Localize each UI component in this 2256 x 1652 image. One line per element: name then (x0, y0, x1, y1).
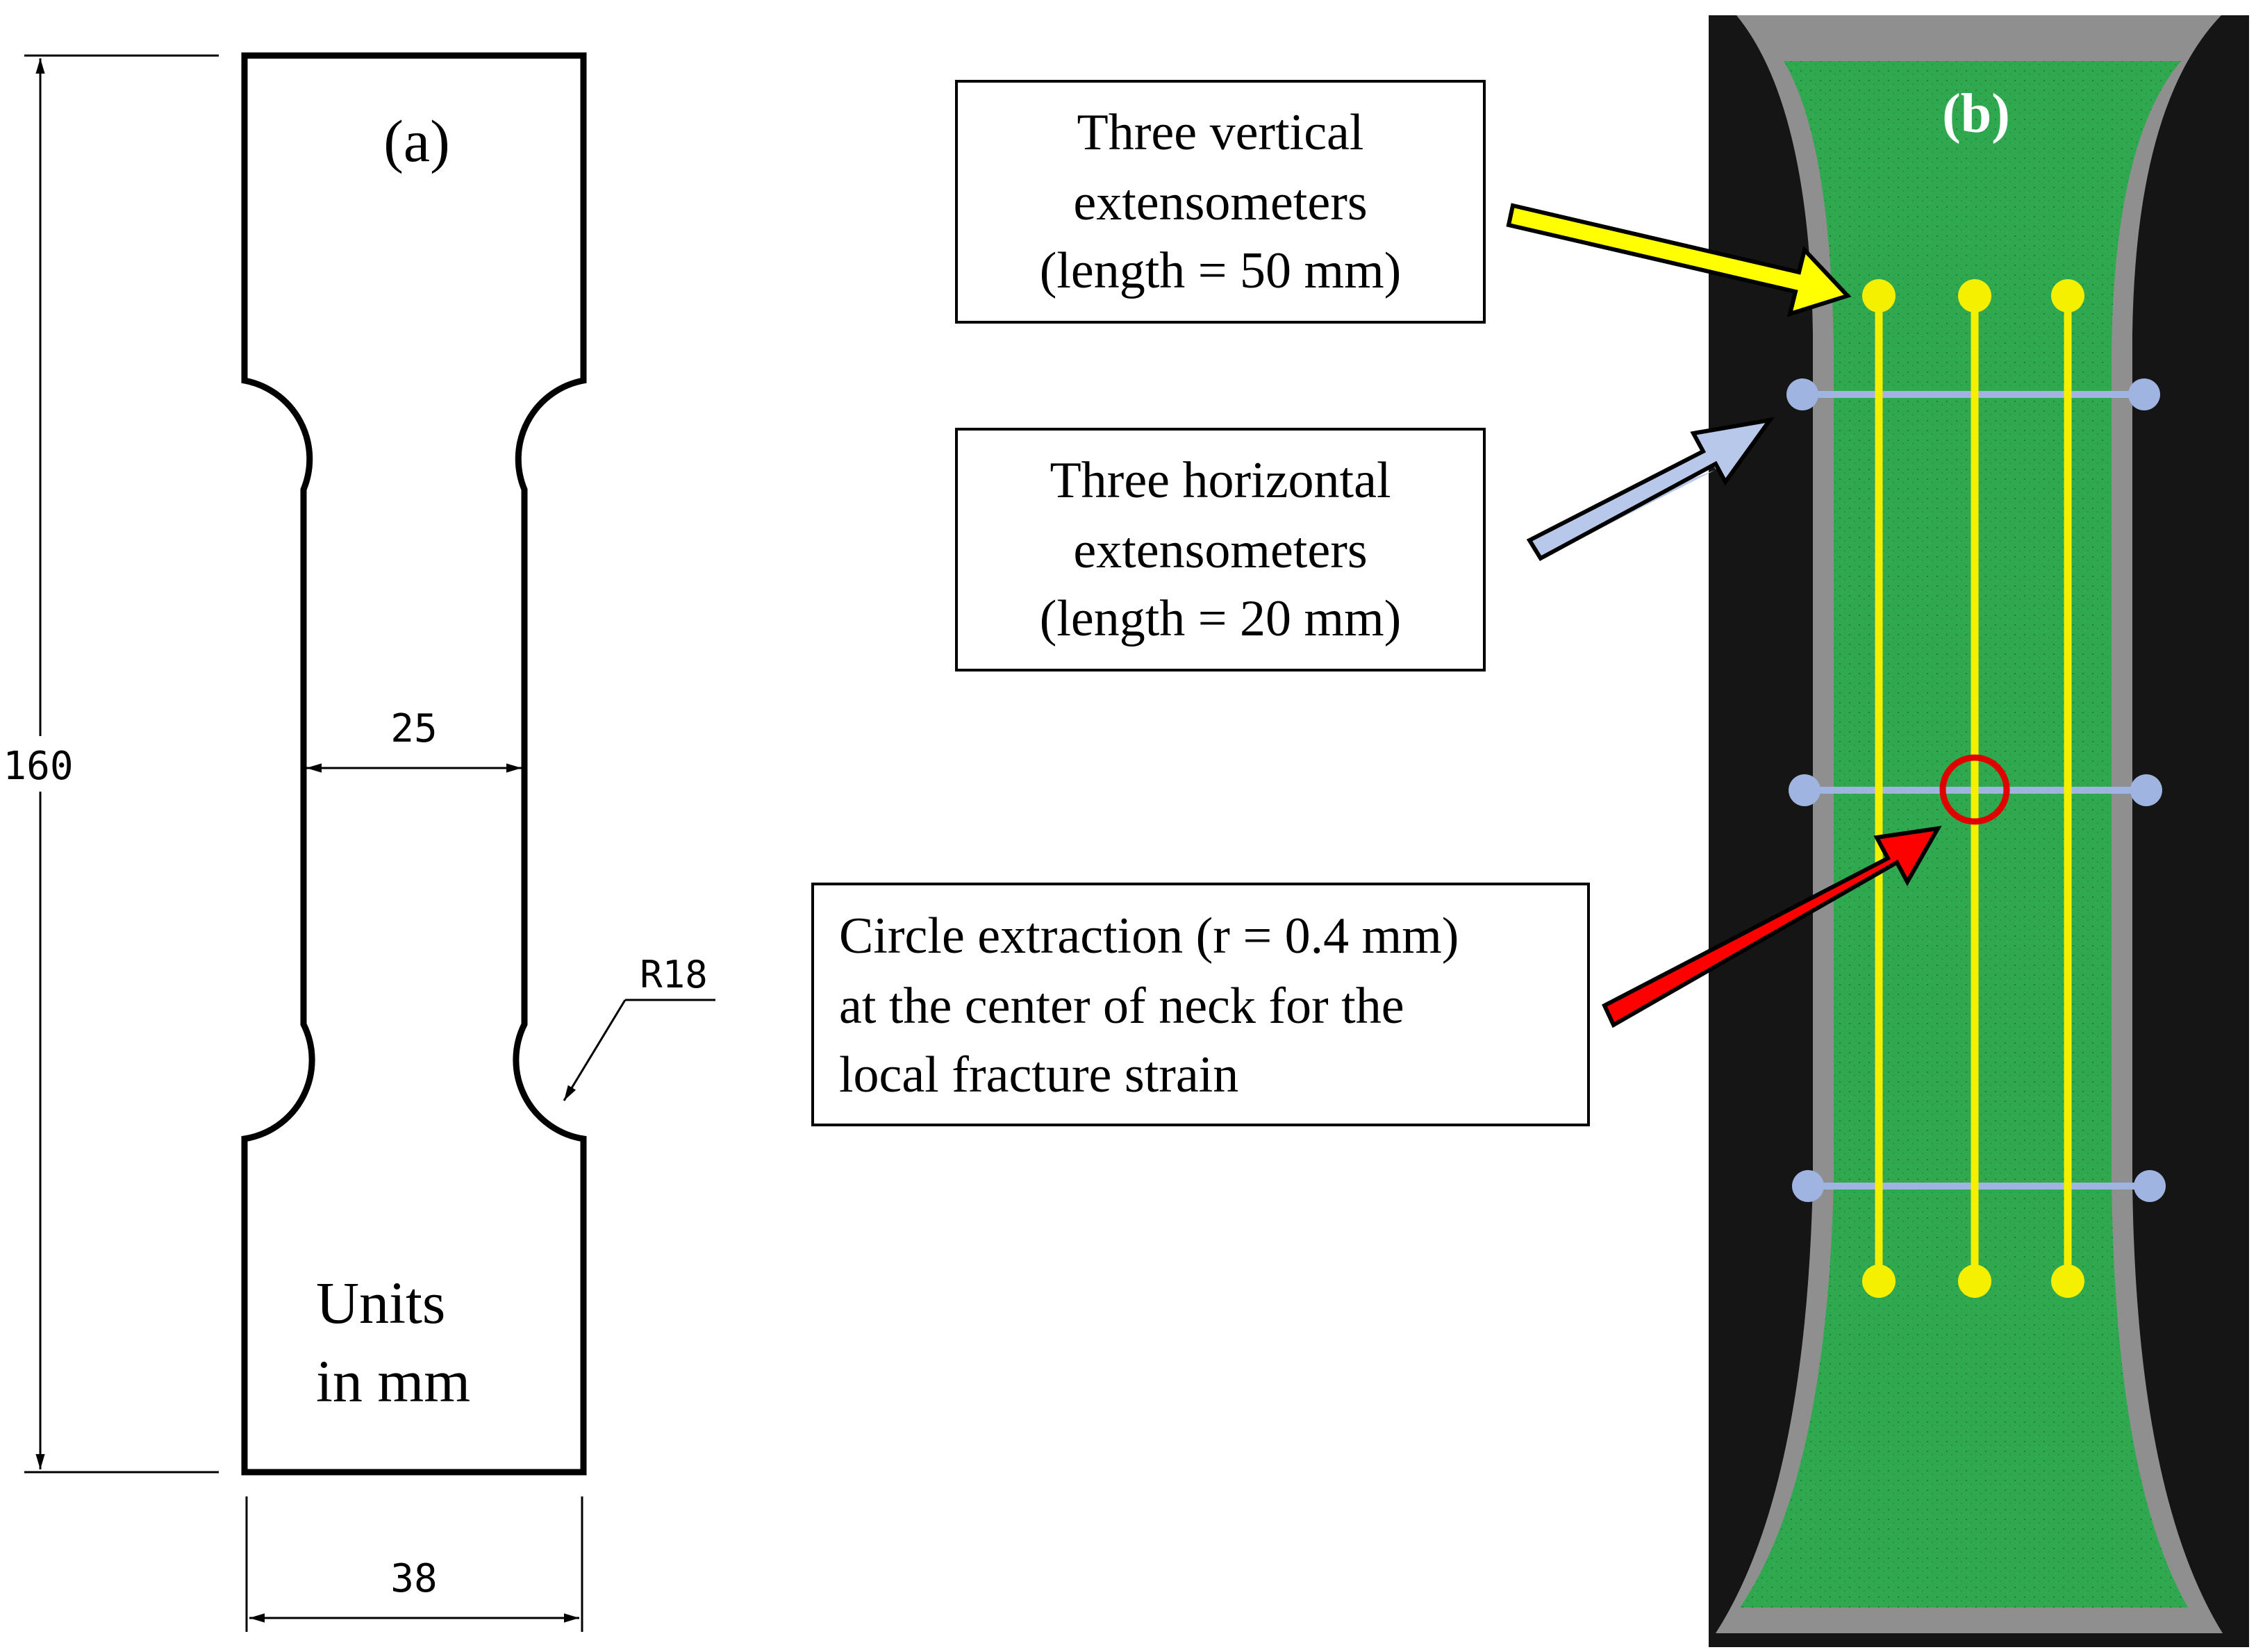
gauge-width-label: 25 (390, 706, 437, 751)
specimen-surface (1740, 61, 2188, 1608)
panel-a-label: (a) (383, 108, 449, 174)
units-line-2: in mm (316, 1348, 470, 1415)
horizontal-extensometer-endpoints (1786, 378, 2166, 1202)
vertical-extensometer-endpoints (1862, 279, 2084, 1298)
specimen-outline (241, 52, 587, 1476)
radius-label: R18 (640, 953, 708, 996)
vertical-callout-line-1: Three vertical (1077, 104, 1364, 161)
horizontal-callout-frame (955, 428, 1486, 671)
circle-callout-box: Circle extraction (r = 0.4 mm) at the ce… (811, 883, 1590, 1126)
h-ext-top-left-point (1786, 378, 1818, 410)
vertical-extensometers (1875, 296, 2072, 1281)
panel-b: (b) (1709, 15, 2249, 1647)
height-dim-label-bg (0, 736, 83, 792)
circle-callout-line-1: Circle extraction (r = 0.4 mm) (839, 908, 1459, 965)
height-dimension-label: 160 (3, 744, 73, 789)
h-ext-mid-left-point (1789, 774, 1820, 806)
horizontal-callout-box: Three horizontal extensometers (length =… (955, 428, 1486, 671)
circle-callout-frame (811, 883, 1590, 1126)
vertical-callout-box: Three vertical extensometers (length = 5… (955, 80, 1486, 324)
v-ext-left-top-point (1862, 279, 1896, 312)
grip-width-label: 38 (390, 1556, 437, 1601)
vertical-callout-line-2: extensometers (1073, 174, 1367, 231)
v-ext-center-bottom-point (1958, 1265, 1991, 1298)
circle-callout-line-3: local fracture strain (839, 1046, 1238, 1103)
h-ext-bot-left-point (1792, 1170, 1824, 1202)
v-ext-left-bottom-point (1862, 1265, 1896, 1298)
horizontal-callout-line-2: extensometers (1073, 522, 1367, 579)
units-line-1: Units (316, 1269, 445, 1336)
radius-leader-diagonal (563, 999, 627, 1101)
v-ext-right-top-point (2051, 279, 2084, 312)
vertical-callout-frame (955, 80, 1486, 324)
v-ext-right-bottom-point (2051, 1265, 2084, 1298)
circle-callout-arrow (1602, 826, 1942, 1028)
v-ext-center-top-point (1958, 279, 1991, 312)
circle-callout-line-2: at the center of neck for the (839, 978, 1404, 1035)
vertical-callout-arrow (1506, 203, 1852, 317)
horizontal-callout-line-1: Three horizontal (1050, 452, 1391, 509)
panel-b-label: (b) (1942, 83, 2010, 144)
h-ext-mid-right-point (2130, 774, 2162, 806)
h-ext-bot-right-point (2134, 1170, 2166, 1202)
horizontal-callout-arrow-outline (1526, 417, 1775, 561)
circle-extraction-marker (1939, 754, 2010, 825)
panel-a: 160 25 38 R18 (a) Units in mm (0, 52, 715, 1632)
vertical-callout-line-3: (length = 50 mm) (1040, 242, 1402, 299)
h-ext-top-right-point (2128, 378, 2160, 410)
horizontal-callout-line-3: (length = 20 mm) (1040, 590, 1402, 647)
